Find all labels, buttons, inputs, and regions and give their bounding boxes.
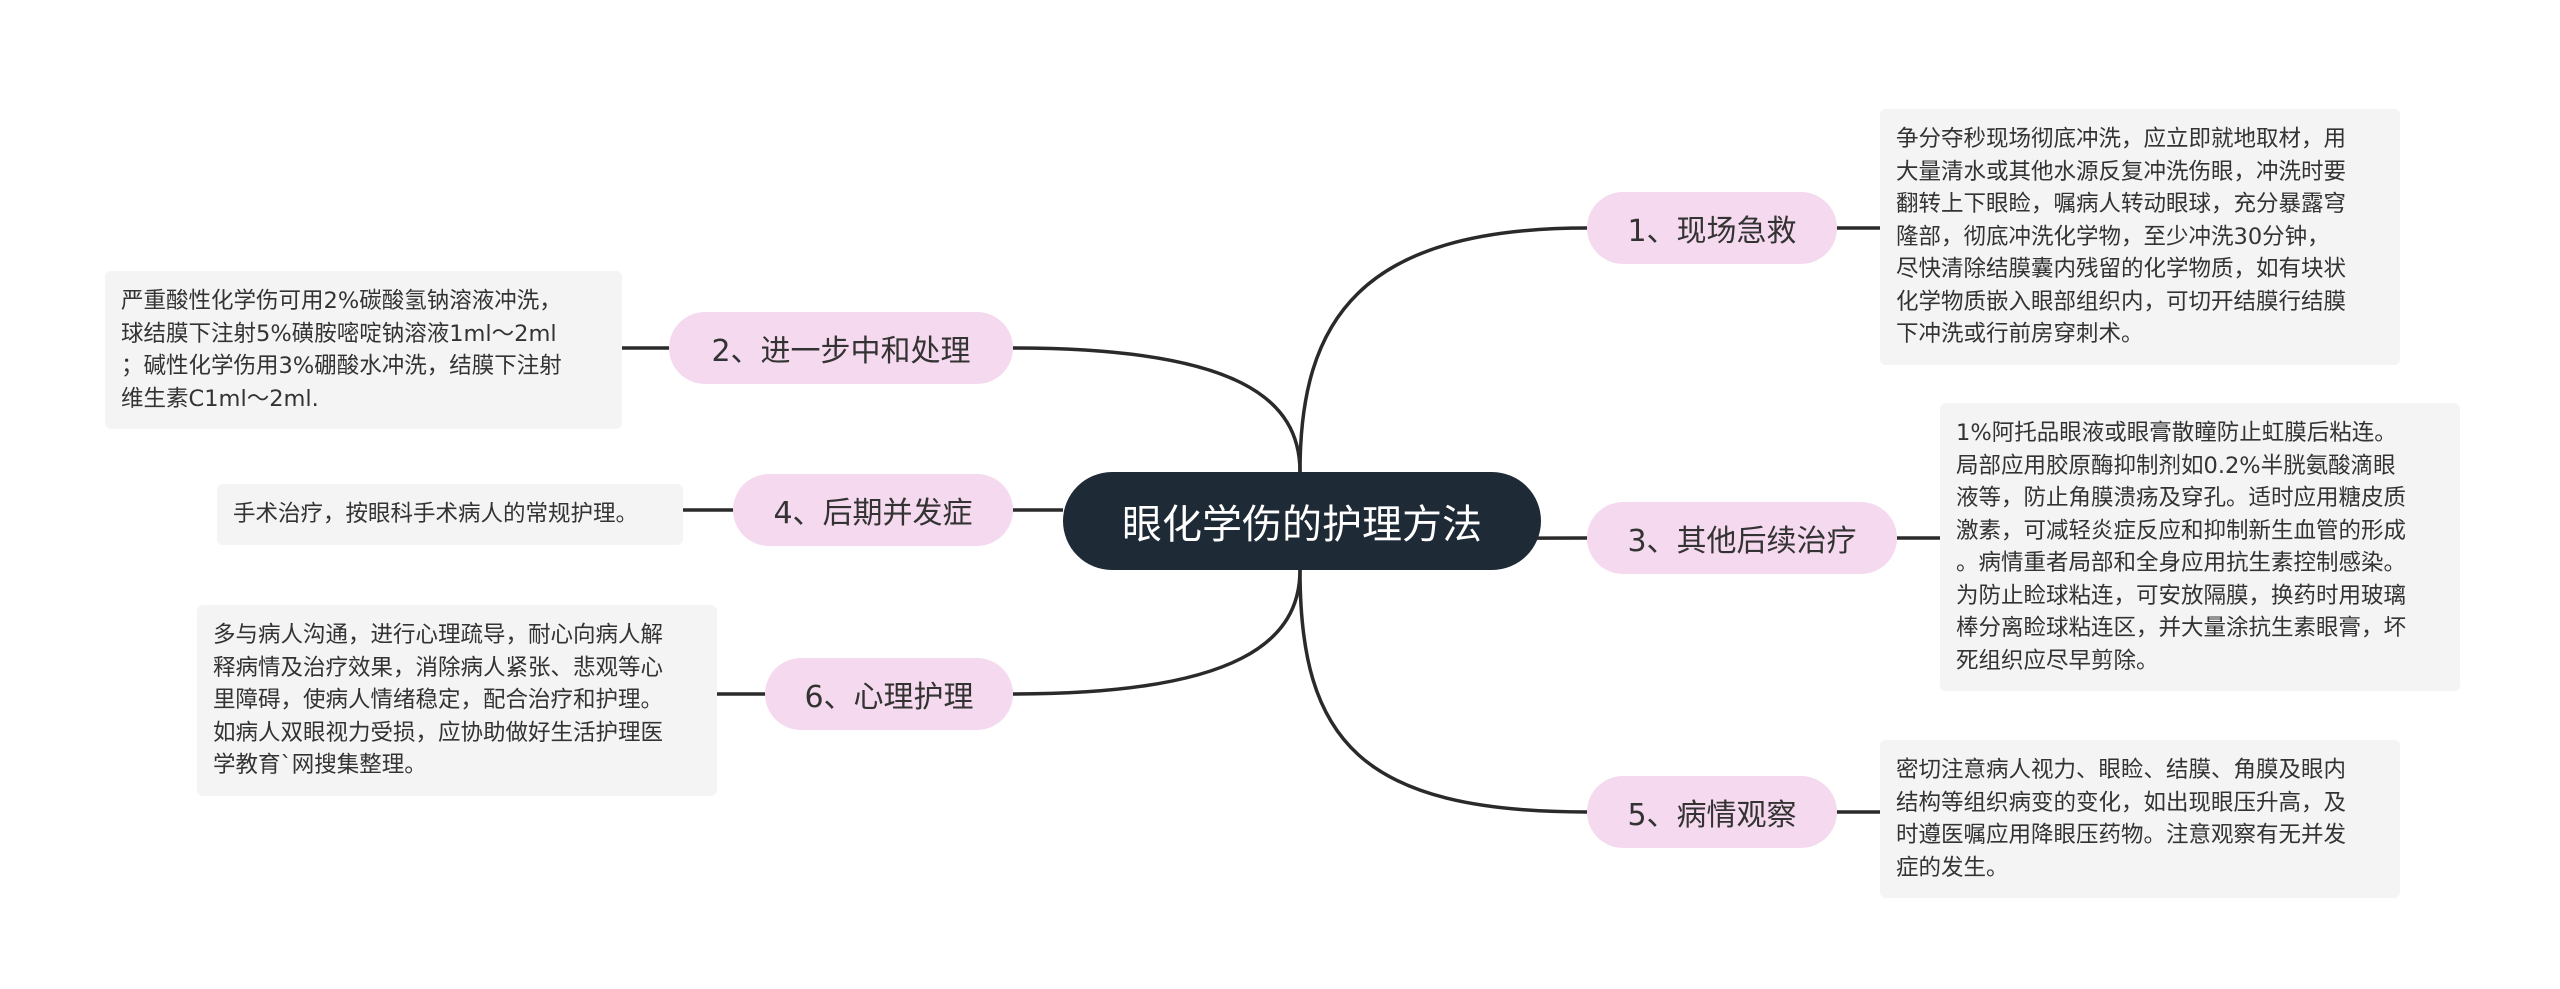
branch-node-2[interactable]: 2、进一步中和处理	[669, 312, 1013, 384]
note-line: 翻转上下眼睑，嘱病人转动眼球，充分暴露穹	[1896, 191, 2347, 217]
note-line: 症的发生。	[1896, 854, 2009, 881]
note-line: 棒分离睑球粘连区，并大量涂抗生素眼膏，坏	[1956, 615, 2407, 641]
connector-branch-6	[1012, 569, 1302, 696]
note-line: 严重酸性化学伤可用2%碳酸氢钠溶液冲洗，	[121, 288, 562, 314]
branch-node-1[interactable]: 1、现场急救	[1587, 192, 1837, 264]
note-line: ；碱性化学伤用3%硼酸水冲洗，结膜下注射	[121, 353, 562, 379]
note-line: 死组织应尽早剪除。	[1956, 647, 2159, 674]
note-line: 化学物质嵌入眼部组织内，可切开结膜行结膜	[1896, 288, 2347, 315]
note-box-6: 多与病人沟通，进行心理疏导，耐心向病人解 释病情及治疗效果，消除病人紧张、悲观等…	[197, 605, 717, 796]
note-line: 时遵医嘱应用降眼压药物。注意观察有无并发	[1896, 822, 2347, 848]
root-topic[interactable]: 眼化学伤的护理方法	[1063, 472, 1541, 570]
note-line: 学教育`网搜集整理。	[213, 752, 427, 778]
branch-node-3[interactable]: 3、其他后续治疗	[1587, 502, 1897, 574]
branch-node-6[interactable]: 6、心理护理	[765, 658, 1013, 730]
note-line: 结构等组织病变的变化，如出现眼压升高，及	[1896, 789, 2347, 816]
note-line: 尽快清除结膜囊内残留的化学物质，如有块状	[1896, 256, 2347, 282]
note-box-3: 1%阿托品眼液或眼膏散瞳防止虹膜后粘连。 局部应用胶原酶抑制剂如0.2%半胱氨酸…	[1940, 403, 2460, 691]
note-line: 释病情及治疗效果，消除病人紧张、悲观等心	[213, 654, 664, 681]
note-line: 隆部，彻底冲洗化学物，至少冲洗30分钟，	[1896, 223, 2330, 250]
note-line: 液等，防止角膜溃疡及穿孔。适时应用糖皮质	[1956, 485, 2407, 511]
note-line: 。病情重者局部和全身应用抗生素控制感染。	[1956, 550, 2407, 576]
note-line: 手术治疗，按眼科手术病人的常规护理。	[233, 501, 639, 527]
note-line: 里障碍，使病人情绪稳定，配合治疗和护理。	[213, 687, 664, 713]
note-box-2: 严重酸性化学伤可用2%碳酸氢钠溶液冲洗， 球结膜下注射5%磺胺嘧啶钠溶液1ml～…	[105, 271, 622, 429]
note-line: 激素，可减轻炎症反应和抑制新生血管的形成	[1956, 517, 2407, 544]
note-line: 局部应用胶原酶抑制剂如0.2%半胱氨酸滴眼	[1956, 452, 2396, 479]
branch-node-4[interactable]: 4、后期并发症	[733, 474, 1013, 546]
note-line: 维生素C1ml～2ml.	[121, 385, 319, 412]
note-line: 密切注意病人视力、眼睑、结膜、角膜及眼内	[1896, 757, 2347, 783]
note-line: 下冲洗或行前房穿刺术。	[1896, 321, 2144, 347]
note-line: 1%阿托品眼液或眼膏散瞳防止虹膜后粘连。	[1956, 420, 2397, 446]
note-box-4: 手术治疗，按眼科手术病人的常规护理。	[217, 484, 683, 545]
note-line: 如病人双眼视力受损，应协助做好生活护理医	[213, 719, 664, 746]
note-line: 争分夺秒现场彻底冲洗，应立即就地取材，用	[1896, 126, 2347, 152]
note-box-1: 争分夺秒现场彻底冲洗，应立即就地取材，用 大量清水或其他水源反复冲洗伤眼，冲洗时…	[1880, 109, 2400, 365]
connector-branch-1	[1298, 226, 1588, 473]
note-line: 大量清水或其他水源反复冲洗伤眼，冲洗时要	[1896, 158, 2347, 185]
connector-branch-2	[1012, 346, 1302, 473]
branch-node-5[interactable]: 5、病情观察	[1587, 776, 1837, 848]
note-box-5: 密切注意病人视力、眼睑、结膜、角膜及眼内 结构等组织病变的变化，如出现眼压升高，…	[1880, 740, 2400, 898]
connector-branch-5	[1298, 569, 1588, 814]
note-line: 球结膜下注射5%磺胺嘧啶钠溶液1ml～2ml	[121, 320, 557, 347]
note-line: 为防止睑球粘连，可安放隔膜，换药时用玻璃	[1956, 582, 2407, 609]
note-line: 多与病人沟通，进行心理疏导，耐心向病人解	[213, 622, 664, 648]
